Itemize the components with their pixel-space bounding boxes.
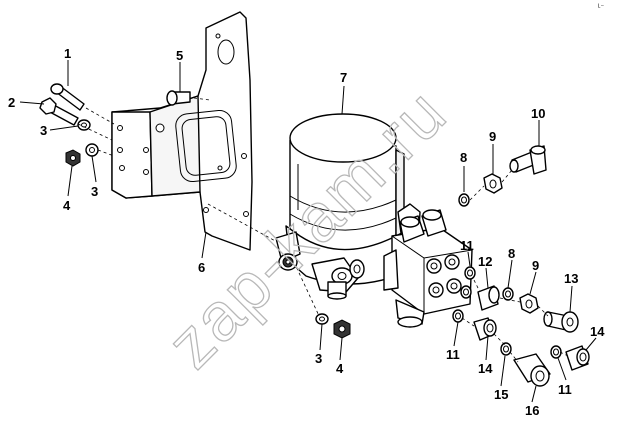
nut-9-middle xyxy=(519,293,539,314)
seal-ring-8-middle xyxy=(502,287,514,301)
callout-15: 15 xyxy=(494,387,508,402)
protection-valve-block xyxy=(383,209,473,328)
washer-3-left xyxy=(77,119,91,131)
callout-labels: 1 2 3 4 3 5 6 7 8 9 10 11 12 8 9 13 14 1… xyxy=(8,46,605,418)
washer-3-bottom xyxy=(315,313,329,325)
seal-ring-8-upper xyxy=(458,193,470,207)
seal-ring-11-c xyxy=(452,309,464,323)
elbow-fitting-10 xyxy=(509,145,547,175)
callout-3-left: 3 xyxy=(40,123,47,138)
callout-14-left: 14 xyxy=(478,361,493,376)
callout-12: 12 xyxy=(478,254,492,269)
callout-11-lower: 11 xyxy=(446,347,460,362)
callout-2: 2 xyxy=(8,95,15,110)
plug-12 xyxy=(477,285,500,311)
callout-9-upper: 9 xyxy=(489,129,496,144)
callout-10: 10 xyxy=(531,106,545,121)
callout-13: 13 xyxy=(564,271,578,286)
nut-9-upper xyxy=(483,173,503,194)
bolt-2 xyxy=(39,97,79,126)
callout-8-upper: 8 xyxy=(460,150,467,165)
connector-14-right xyxy=(565,345,590,371)
leader-lines xyxy=(19,60,597,403)
nut-4-left xyxy=(65,149,81,167)
seal-ring-11-a xyxy=(464,266,476,280)
callout-11-upper: 11 xyxy=(460,238,474,253)
callout-16: 16 xyxy=(525,403,539,418)
callout-1: 1 xyxy=(64,46,71,61)
callout-14-right: 14 xyxy=(590,324,605,339)
callout-7: 7 xyxy=(340,70,347,85)
callout-4-bottom: 4 xyxy=(336,361,344,376)
seal-ring-11-b xyxy=(460,285,472,299)
callout-4-left: 4 xyxy=(63,198,71,213)
callout-3-lower: 3 xyxy=(91,184,98,199)
seal-ring-11-d xyxy=(550,345,562,359)
connector-16 xyxy=(513,353,551,387)
callout-11-right: 11 xyxy=(558,382,572,397)
callout-9-middle: 9 xyxy=(532,258,539,273)
seal-ring-15 xyxy=(500,342,512,356)
callout-5: 5 xyxy=(176,48,183,63)
nut-4-bottom xyxy=(333,319,351,339)
bolt-5 xyxy=(166,90,191,106)
washer-3-lower xyxy=(85,143,99,157)
elbow-fitting-13 xyxy=(543,311,579,333)
corner-mark: ᴸ⁻ xyxy=(598,4,604,11)
connector-14-left xyxy=(473,317,497,341)
callout-3-bottom: 3 xyxy=(315,351,322,366)
air-dryer-cartridge xyxy=(289,113,405,252)
mounting-bracket xyxy=(111,11,253,251)
bolt-1 xyxy=(50,83,85,111)
callout-8-middle: 8 xyxy=(508,246,515,261)
callout-6: 6 xyxy=(198,260,205,275)
